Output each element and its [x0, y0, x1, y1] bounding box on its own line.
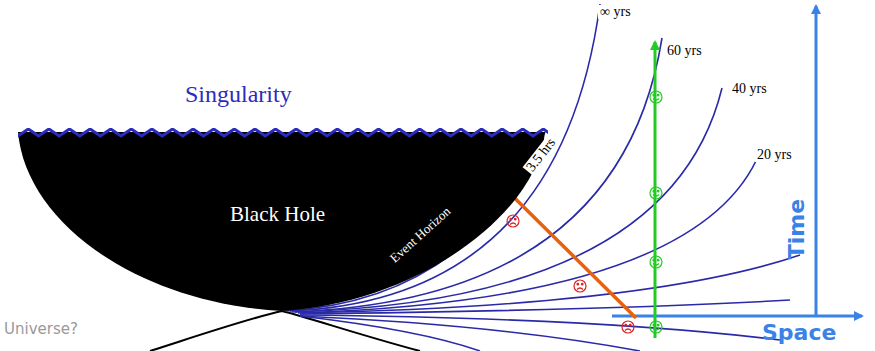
light-cone-curve [300, 316, 640, 351]
light-cone-curve [300, 300, 790, 314]
time-label: 40 yrs [730, 82, 769, 96]
sad-face [507, 215, 519, 227]
light-cone-curve [300, 316, 480, 351]
axis-label: Time [786, 199, 808, 259]
region-title: Singularity [185, 82, 292, 106]
sad-face [574, 280, 586, 292]
happy-face [650, 321, 662, 333]
happy-face [650, 256, 662, 268]
black-hole-region: Black Hole [18, 128, 548, 312]
time-label: 60 yrs [665, 44, 704, 58]
happy-face [650, 187, 662, 199]
region-label: Black Hole [230, 204, 325, 225]
happy-face [650, 91, 662, 103]
sad-face [622, 321, 634, 333]
axis-label: Space [762, 322, 836, 344]
time-label: 20 yrs [755, 148, 794, 162]
time-label: ∞ yrs [598, 5, 633, 19]
region-label: Universe? [2, 322, 80, 337]
